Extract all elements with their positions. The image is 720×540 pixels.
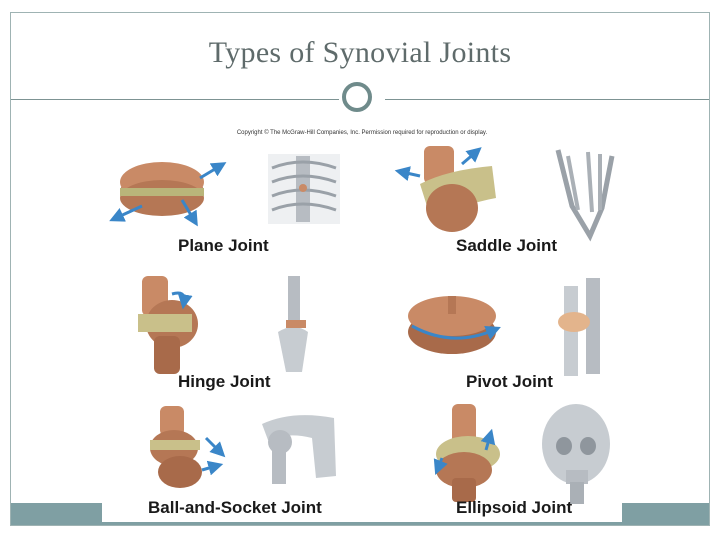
saddle-joint-hand-illustration <box>555 149 615 242</box>
copyright-notice: Copyright © The McGraw-Hill Companies, I… <box>236 130 488 136</box>
pivot-joint-forearm-illustration <box>558 278 600 376</box>
ellipsoid-joint-model <box>433 404 500 502</box>
slide-title: Types of Synovial Joints <box>208 36 512 69</box>
ellipsoid-joint-skull-illustration <box>542 404 610 504</box>
hinge-joint-elbow-illustration <box>278 276 308 372</box>
label-saddle-joint: Saddle Joint <box>456 236 558 255</box>
synovial-joints-figure: Copyright © The McGraw-Hill Companies, I… <box>102 126 622 522</box>
label-pivot-joint: Pivot Joint <box>466 372 553 391</box>
title-divider-right <box>385 99 709 100</box>
plane-joint-spine-illustration <box>268 154 340 224</box>
ball-and-socket-joint-model <box>150 406 226 488</box>
title-divider-left <box>11 99 339 100</box>
joints-illustration <box>109 146 615 504</box>
label-plane-joint: Plane Joint <box>178 236 269 255</box>
pivot-joint-model <box>408 296 501 354</box>
divider-circle-ornament <box>342 82 372 112</box>
hinge-joint-model <box>138 276 198 374</box>
label-hinge-joint: Hinge Joint <box>178 372 271 391</box>
label-ellipsoid-joint: Ellipsoid Joint <box>456 498 573 517</box>
saddle-joint-model <box>394 146 496 232</box>
ball-and-socket-shoulder-illustration <box>262 415 336 484</box>
slide-frame <box>10 12 710 526</box>
label-ball-and-socket-joint: Ball-and-Socket Joint <box>148 498 322 517</box>
plane-joint-model <box>109 162 227 227</box>
